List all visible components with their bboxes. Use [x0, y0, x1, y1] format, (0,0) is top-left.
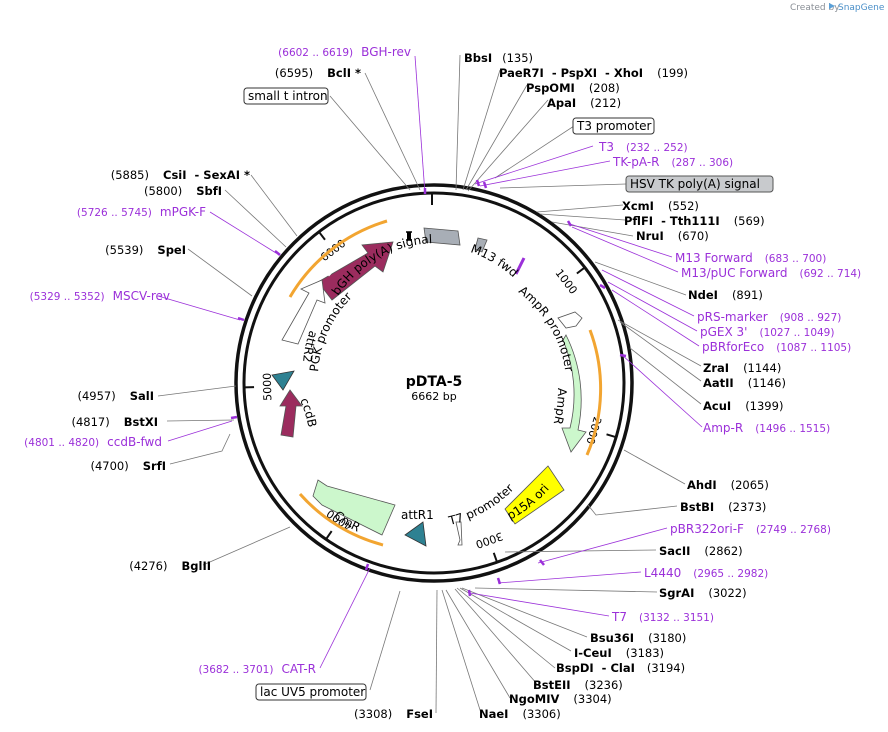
p15a-ori-arrow — [504, 465, 565, 525]
enzyme-naei: NaeI(3306) — [479, 707, 561, 721]
enzyme-spei: (5539)SpeI — [105, 243, 186, 257]
primer-bgh-rev: (6602 .. 6619)BGH-rev — [278, 45, 411, 59]
enzyme-sacii: SacII(2862) — [659, 544, 743, 558]
t3-promoter-label: T3 promoter — [576, 119, 652, 133]
lac-uv5-label: lac UV5 promoter — [260, 685, 365, 699]
attr1-arrow — [404, 521, 427, 547]
ruler-tick — [325, 530, 333, 540]
dta-arrow — [317, 241, 394, 301]
small-t-intron-label: small t intron — [248, 89, 328, 103]
enzyme-nrui: NruI(670) — [636, 229, 709, 243]
enzyme-pflfi: PflFI - Tth111I(569) — [624, 214, 765, 228]
primer-tk-pa-r: TK-pA-R(287 .. 306) — [612, 155, 733, 169]
ruler-tick — [318, 231, 326, 241]
primer-labels: (6602 .. 6619)BGH-rev T3(232 .. 252) TK-… — [24, 45, 861, 676]
attr1-label: attR1 — [401, 508, 434, 522]
ccdb-arrow — [279, 389, 303, 438]
primer-cat-r: (3682 .. 3701)CAT-R — [198, 662, 316, 676]
enzyme-zrai: ZraI(1144) — [703, 361, 781, 375]
attr2-arrow — [271, 370, 295, 391]
orf-arcs — [288, 219, 603, 547]
primer-m13-forward: M13 Forward(683 .. 700) — [675, 251, 826, 265]
primer-t7: T7(3132 .. 3151) — [611, 610, 714, 624]
ruler-tick — [492, 552, 499, 563]
ampr-orf-arc — [585, 329, 603, 456]
primer-pgex-3: pGEX 3'(1027 .. 1049) — [700, 325, 834, 339]
primer-l4440: L4440(2965 .. 2982) — [644, 566, 768, 580]
enzyme-xcmi: XcmI(552) — [622, 199, 699, 213]
enzyme-ndei: NdeI(891) — [688, 288, 763, 302]
dta-orf-arc — [288, 219, 388, 298]
snapgene-logo-icon — [829, 3, 835, 9]
enzyme-bsu36i: Bsu36I(3180) — [590, 631, 686, 645]
enzyme-aatii: AatII(1146) — [703, 376, 786, 390]
primer-t3: T3(232 .. 252) — [598, 140, 688, 154]
gray-feature — [423, 227, 461, 246]
enzyme-ngomiv: NgoMIV(3304) — [509, 692, 612, 706]
ampr-label: AmpR — [551, 388, 569, 426]
enzyme-sgrai: SgrAI(3022) — [659, 586, 747, 600]
ampr-promoter-arrow — [557, 311, 583, 329]
backbone — [234, 183, 634, 583]
leader-lines — [157, 54, 703, 714]
enzyme-fsei: (3308)FseI — [354, 707, 433, 721]
primer-mpgk-f: (5726 .. 5745)mPGK-F — [77, 205, 206, 219]
enzyme-bcli: (6595)BclI * — [275, 66, 361, 80]
credit-text: Created by — [790, 3, 840, 13]
plasmid-name: pDTA-5 — [406, 374, 463, 390]
ruler-tick-label: 3000 — [474, 529, 505, 551]
ruler-tick — [606, 433, 617, 439]
enzyme-bsteii: BstEII(3236) — [533, 678, 623, 692]
enzyme-pspomi: PspOMI(208) — [526, 81, 620, 95]
ampr-arrow — [561, 334, 587, 453]
cmr-orf-arc — [298, 493, 384, 547]
enzyme-sbfi: (5800)SbfI — [144, 184, 222, 198]
enzyme-ahdi: AhdI(2065) — [687, 478, 769, 492]
primer-marks — [230, 179, 627, 597]
enzyme-srfi: (4700)SrfI — [91, 459, 167, 473]
m13-fwd-label: M13 fwd — [469, 242, 521, 280]
enzyme-paer7i: PaeR7I - PspXI - XhoI(199) — [499, 66, 688, 80]
t7-promoter-label: T7 promoter — [446, 481, 516, 528]
pgk-promoter-arrow — [281, 279, 326, 345]
features — [271, 227, 587, 547]
primer-mscv-rev: (5329 .. 5352)MSCV-rev — [30, 289, 170, 303]
enzyme-bglii: (4276)BglII — [129, 559, 211, 573]
enzyme-csii: (5885)CsiI - SexAI * — [111, 168, 250, 182]
enzyme-bbsi: BbsI(135) — [464, 51, 533, 65]
ruler-tick-label: 5000 — [261, 373, 275, 401]
snapgene-brand: SnapGene — [838, 3, 885, 13]
enzyme-acui: AcuI(1399) — [703, 399, 783, 413]
ruler-tick — [576, 266, 586, 275]
hsv-tk-label: HSV TK poly(A) signal — [630, 177, 760, 191]
m13-fwd-marker — [514, 257, 526, 275]
t7-promoter-arrow — [455, 521, 463, 546]
ruler-tick-label: 1000 — [552, 267, 579, 297]
boxed-labels: small t intron T3 promoter HSV TK poly(A… — [243, 87, 774, 701]
enzyme-bstxi: (4817)BstXI — [71, 415, 158, 429]
enzyme-labels: BbsI(135) PaeR7I - PspXI - XhoI(199) Psp… — [71, 51, 785, 721]
enzyme-apai: ApaI(212) — [547, 96, 621, 110]
primer-m13-puc-forward: M13/pUC Forward(692 .. 714) — [681, 266, 861, 280]
enzyme-sali: (4957)SalI — [77, 389, 154, 403]
primer-pbrforeco: pBRforEco(1087 .. 1105) — [702, 340, 851, 354]
enzyme-bstbi: BstBI(2373) — [680, 500, 766, 514]
cmr-arrow — [312, 479, 396, 536]
enzyme-iceui: I-CeuI(3183) — [574, 646, 664, 660]
bgh-polya-marker — [406, 231, 412, 241]
primer-prs-marker: pRS-marker(908 .. 927) — [697, 310, 841, 324]
primer-amp-r: Amp-R(1496 .. 1515) — [703, 421, 830, 435]
enzyme-bspdi: BspDI - ClaI(3194) — [556, 661, 685, 675]
ccdb-label: ccdB — [297, 396, 319, 429]
plasmid-length: 6662 bp — [411, 390, 456, 403]
primer-ccdb-fwd: (4801 .. 4820)ccdB-fwd — [24, 435, 162, 449]
gray-feature-small — [474, 237, 488, 253]
primer-pbr322ori-f: pBR322ori-F(2749 .. 2768) — [670, 522, 831, 536]
